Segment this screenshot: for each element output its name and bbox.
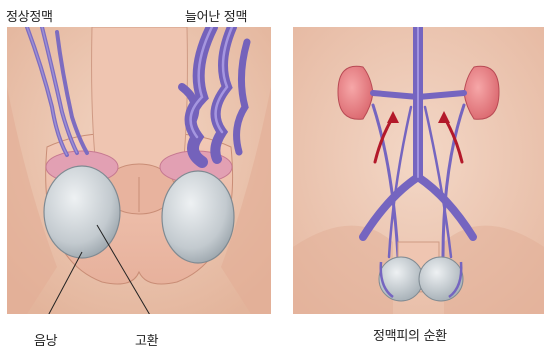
varicose-vein-label: 늘어난 정맥: [185, 6, 247, 25]
venous-circulation-illustration: [293, 27, 544, 314]
lower-right-testis-shape: [419, 257, 463, 301]
scrotum-label: 음낭: [34, 330, 57, 349]
scrotum-illustration: [7, 27, 271, 314]
normal-vein-label: 정상정맥: [6, 6, 53, 25]
venous-circulation-label: 정맥피의 순환: [373, 325, 447, 344]
left-kidney-shape: [338, 66, 373, 119]
lower-left-testis-shape: [379, 257, 423, 301]
right-testis-shape: [162, 171, 234, 263]
testis-label: 고환: [135, 330, 158, 349]
right-kidney-shape: [464, 66, 499, 119]
